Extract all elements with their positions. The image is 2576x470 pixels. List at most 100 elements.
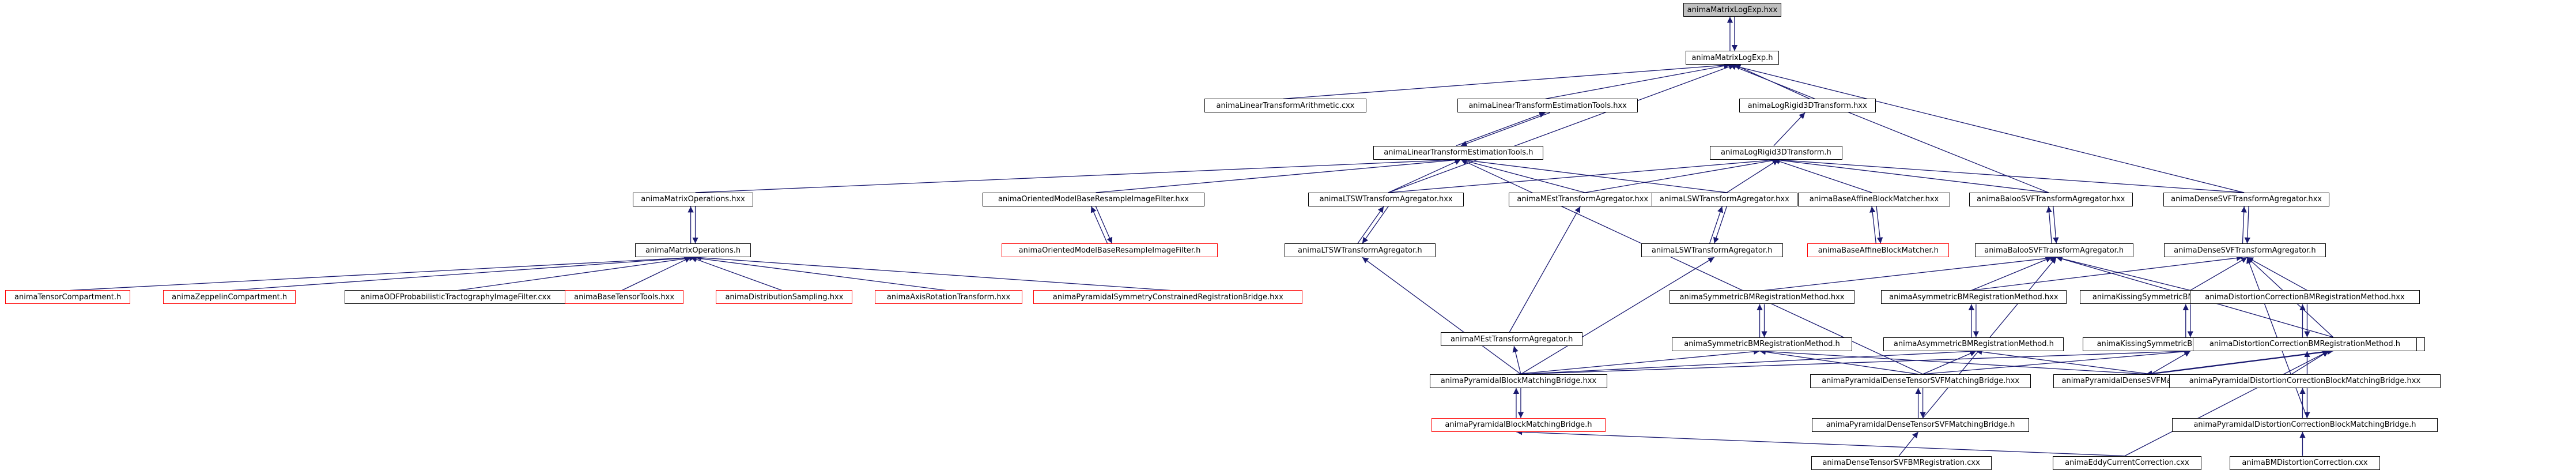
- edge-lts_h-to-lts_hxx: [1357, 206, 1384, 244]
- edge-matops_hxx-to-lin_est_h: [695, 156, 1461, 193]
- edge-lsw_hxx-to-lsw_h: [1713, 206, 1727, 244]
- file-node-lin-est-h[interactable]: animaLinearTransformEstimationTools.h: [1373, 145, 1544, 160]
- file-node-eddy[interactable]: animaEddyCurrentCorrection.cxx: [2052, 456, 2202, 470]
- edge-distsampling-to-matops_h: [690, 256, 783, 291]
- file-node-asymbm-hxx[interactable]: animaAsymmetricBMRegistrationMethod.hxx: [1880, 290, 2067, 304]
- edge-pbm_hxx-to-lsw_h: [1520, 257, 1714, 375]
- edge-logrigid_h-to-logrigid_hxx: [1773, 112, 1806, 146]
- file-node-zeppelin[interactable]: animaZeppelinCompartment.h: [163, 290, 296, 304]
- file-node-pdccbm-h[interactable]: animaPyramidalDistortionCorrectionBlockM…: [2171, 418, 2438, 432]
- edge-oriented_hxx-to-oriented_h: [1095, 206, 1113, 244]
- file-node-lts-h[interactable]: animaLTSWTransformAgregator.h: [1284, 243, 1436, 258]
- file-node-logrigid-h[interactable]: animaLogRigid3DTransform.h: [1710, 145, 1842, 160]
- edge-lin_est_hxx-to-lin_est_h: [1460, 112, 1550, 146]
- file-node-matops-h[interactable]: animaMatrixOperations.h: [635, 243, 751, 258]
- edge-lin_arith-to-logexp_h: [1283, 62, 1730, 100]
- edge-kissbm_hxx-to-balooagg_h: [2056, 255, 2190, 291]
- file-node-densetensorbm[interactable]: animaDenseTensorSVFBMRegistration.cxx: [1811, 456, 1992, 470]
- edge-oriented_h-to-oriented_hxx: [1090, 206, 1108, 244]
- edge-eddy-to-pbm_h: [1516, 429, 2125, 457]
- file-node-oriented-hxx[interactable]: animaOrientedModelBaseResampleImageFilte…: [982, 192, 1205, 206]
- edge-lts_hxx-to-lin_est_h: [1388, 159, 1461, 193]
- edge-balooagg_hxx-to-logrigid_h: [1773, 157, 2049, 193]
- edge-pdtsvf_hxx-to-kissbm_h: [1922, 348, 2190, 375]
- file-node-balooagg-hxx[interactable]: animaBalooSVFTransformAgregator.hxx: [1969, 192, 2133, 206]
- edge-asymbm_hxx-to-balooagg_h: [1971, 257, 2052, 291]
- edge-asymbm_hxx-to-denseagg_h: [1971, 255, 2243, 291]
- file-node-pyrsym[interactable]: animaPyramidalSymmetryConstrainedRegistr…: [1033, 290, 1303, 304]
- file-node-distcorr-hxx[interactable]: animaDistortionCorrectionBMRegistrationM…: [2190, 290, 2420, 304]
- file-node-mest-hxx[interactable]: animaMEstTransformAgregator.hxx: [1508, 192, 1657, 206]
- edge-balooagg_hxx-to-logexp_h: [1729, 64, 2049, 193]
- edge-basetensor-to-matops_h: [621, 257, 691, 291]
- file-node-denseagg-hxx[interactable]: animaDenseSVFTransformAgregator.hxx: [2163, 192, 2329, 206]
- file-node-logexp-h[interactable]: animaMatrixLogExp.h: [1685, 51, 1780, 65]
- edge-denseagg_hxx-to-logexp_h: [1729, 63, 2245, 193]
- edge-kissbm_hxx-to-denseagg_h: [2190, 257, 2248, 291]
- edge-lts_hxx-to-logrigid_h: [1388, 157, 1779, 193]
- edge-lts_hxx-to-lts_h: [1362, 206, 1389, 244]
- edge-pdsvf_hxx-to-pdsvf_h: [2150, 348, 2333, 375]
- file-node-distcorr-h[interactable]: animaDistortionCorrectionBMRegistrationM…: [2192, 337, 2417, 351]
- edge-pbm_hxx-to-symbm_h: [1516, 348, 1760, 375]
- file-node-odfprob[interactable]: animaODFProbabilisticTractographyImageFi…: [345, 290, 567, 304]
- edge-baseaffine_hxx-to-logrigid_h: [1773, 159, 1872, 193]
- file-node-pdtsvf-h[interactable]: animaPyramidalDenseTensorSVFMatchingBrid…: [1812, 418, 2029, 432]
- file-node-pdtsvf-hxx[interactable]: animaPyramidalDenseTensorSVFMatchingBrid…: [1810, 374, 2031, 388]
- file-node-lts-hxx[interactable]: animaLTSWTransformAgregator.hxx: [1308, 192, 1464, 206]
- edge-lts_hxx-to-logexp_h: [1388, 64, 1735, 193]
- edge-pbm_hxx-to-lts_h: [1362, 257, 1521, 375]
- edge-balooagg_h-to-balooagg_hxx: [2046, 206, 2052, 244]
- file-node-matops-hxx[interactable]: animaMatrixOperations.hxx: [633, 192, 753, 206]
- edge-denseagg_hxx-to-denseagg_h: [2244, 206, 2251, 244]
- file-node-tensorcomp[interactable]: animaTensorCompartment.h: [5, 290, 131, 304]
- file-node-pdccbm-hxx[interactable]: animaPyramidalDistortionCorrectionBlockM…: [2169, 374, 2441, 388]
- edge-oriented_hxx-to-lin_est_h: [1096, 157, 1461, 193]
- file-node-mest-h[interactable]: animaMEstTransformAgregator.h: [1441, 332, 1583, 347]
- file-node-pbm-h[interactable]: animaPyramidalBlockMatchingBridge.h: [1431, 418, 1606, 432]
- edge-mest_h-to-mest_hxx: [1509, 206, 1581, 333]
- file-node-symbm-hxx[interactable]: animaSymmetricBMRegistrationMethod.hxx: [1670, 290, 1854, 304]
- edge-distcorr_hxx-to-denseagg_h: [2247, 257, 2307, 291]
- file-node-lsw-hxx[interactable]: animaLSWTransformAgregator.hxx: [1651, 192, 1798, 206]
- file-node-oriented-h[interactable]: animaOrientedModelBaseResampleImageFilte…: [1002, 243, 1218, 258]
- edge-lsw_hxx-to-logrigid_h: [1727, 159, 1779, 193]
- edge-densesvfbm-to-pdsvf_h: [2291, 351, 2329, 375]
- file-node-distsampling[interactable]: animaDistributionSampling.hxx: [716, 290, 853, 304]
- edge-odfprob-to-matops_h: [458, 255, 696, 291]
- edge-axisrot-to-matops_h: [690, 255, 947, 291]
- edge-lsw_h-to-lsw_hxx: [1709, 206, 1723, 244]
- file-node-basetensor[interactable]: animaBaseTensorTools.hxx: [564, 290, 684, 304]
- edge-pdsvf_hxx-to-kissbm_h: [2150, 351, 2191, 375]
- edge-baseaffine_hxx-to-baseaffine_h: [1876, 206, 1883, 244]
- edge-pdsvf_hxx-to-asymbm_h: [1976, 348, 2151, 375]
- edge-lsw_hxx-to-lin_est_h: [1460, 157, 1727, 193]
- edge-mest_hxx-to-lin_est_h: [1460, 158, 1585, 193]
- file-node-pbm-hxx[interactable]: animaPyramidalBlockMatchingBridge.hxx: [1430, 374, 1607, 388]
- edge-balooagg_hxx-to-balooagg_h: [2053, 206, 2059, 244]
- file-node-baseaffine-hxx[interactable]: animaBaseAffineBlockMatcher.hxx: [1797, 192, 1951, 206]
- file-node-asymbm-h[interactable]: animaAsymmetricBMRegistrationMethod.h: [1883, 337, 2064, 351]
- file-node-symbm-h[interactable]: animaSymmetricBMRegistrationMethod.h: [1671, 337, 1853, 351]
- file-node-lin-arith[interactable]: animaLinearTransformArithmetic.cxx: [1204, 99, 1366, 113]
- file-node-axisrot[interactable]: animaAxisRotationTransform.hxx: [875, 290, 1022, 304]
- edge-mest_hxx-to-logrigid_h: [1585, 157, 1779, 193]
- edge-pdsvf_h-to-pdsvf_hxx: [2146, 351, 2329, 377]
- file-node-lsw-h[interactable]: animaLSWTransformAgregator.h: [1641, 243, 1783, 258]
- file-node-denseagg-h[interactable]: animaDenseSVFTransformAgregator.h: [2164, 243, 2326, 258]
- edge-pdsvf_hxx-to-symbm_h: [1759, 348, 2147, 375]
- edge-denseagg_h-to-denseagg_hxx: [2241, 206, 2247, 244]
- file-node-baseaffine-h[interactable]: animaBaseAffineBlockMatcher.h: [1807, 243, 1950, 258]
- file-node-bmdist[interactable]: animaBMDistortionCorrection.cxx: [2230, 456, 2380, 470]
- edge-lin_est_h-to-lin_est_hxx: [1456, 112, 1546, 146]
- file-node-balooagg-h[interactable]: animaBalooSVFTransformAgregator.h: [1974, 243, 2133, 258]
- file-node-logrigid-hxx[interactable]: animaLogRigid3DTransform.hxx: [1739, 99, 1876, 113]
- edge-baseaffine_h-to-baseaffine_hxx: [1869, 206, 1876, 244]
- edge-densetensorbm-to-pdtsvf_h: [1898, 431, 1919, 457]
- file-node-lin-est-hxx[interactable]: animaLinearTransformEstimationTools.hxx: [1457, 99, 1638, 113]
- edge-zeppelin-to-matops_h: [232, 254, 696, 291]
- file-node-root[interactable]: animaMatrixLogExp.hxx: [1683, 3, 1781, 17]
- edge-denseagg_hxx-to-logrigid_h: [1773, 157, 2245, 193]
